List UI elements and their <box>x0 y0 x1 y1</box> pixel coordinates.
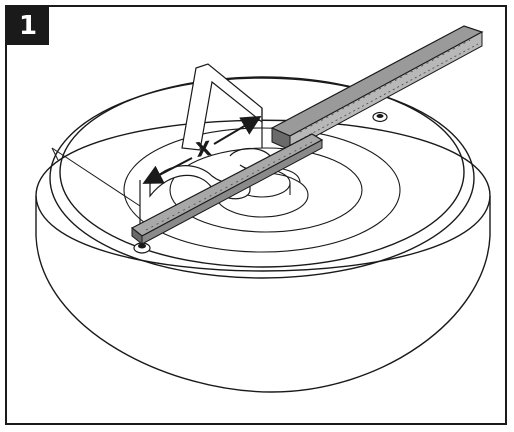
ruler-icon <box>130 25 484 246</box>
dimension-label: X <box>194 136 213 162</box>
step-number-badge: 1 <box>7 7 49 45</box>
step-number: 1 <box>18 11 38 41</box>
illustration-frame <box>5 5 507 425</box>
base-outer-wall <box>35 76 491 393</box>
guide-post <box>51 147 59 161</box>
guide-line <box>51 147 141 207</box>
screw-hole-icon <box>133 111 388 254</box>
